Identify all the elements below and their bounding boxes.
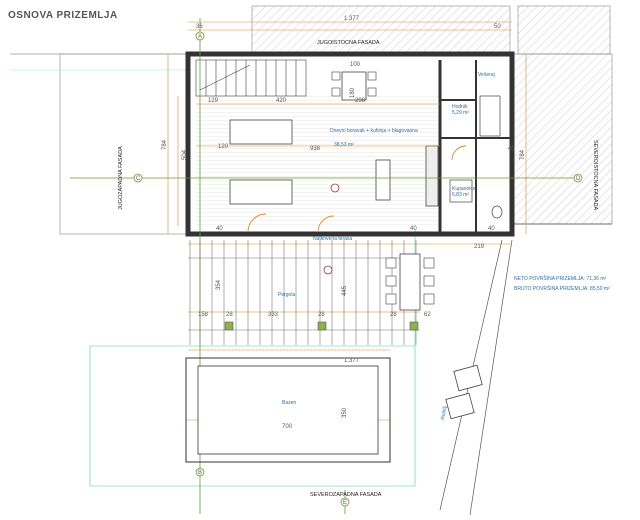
dim-pergola-333: 333 (268, 312, 279, 318)
net-area-summary: NETO POVRŠINA PRIZEMLJA: 71,36 m² (514, 275, 606, 282)
room-laundry-label: Vešeraj (478, 72, 495, 78)
dim-pergola-28a: 28 (226, 312, 233, 318)
room-hallway-area: 5,29 m² (452, 110, 469, 116)
dimension-lines (167, 21, 527, 421)
pergola-posts (224, 321, 419, 331)
dim-pool-total: 1.377 (344, 358, 360, 364)
dim-right-v: 40 (508, 146, 515, 152)
dim-row1-a: 100 (350, 62, 361, 68)
site-boundary-diagonal (469, 239, 513, 516)
dim-bottom-40a: 40 (410, 226, 417, 232)
sofa (229, 179, 293, 205)
facade-label-top: JUGOISTOCNA FASADA (317, 40, 380, 46)
dining-chairs (331, 71, 377, 97)
room-pergola-label: Pergola (278, 292, 295, 298)
shower (449, 179, 473, 203)
dim-pergola-445: 445 (342, 285, 348, 296)
axis-letter: D (576, 176, 581, 182)
axis-letter: A (198, 34, 202, 40)
dim-row1-e: 420 (276, 98, 287, 104)
outdoor-chairs (385, 257, 435, 305)
dim-bottom-40b: 40 (488, 226, 495, 232)
room-hallway-label: Hodnik (452, 104, 468, 110)
room-terrace-label: Natkrivena terasa (313, 236, 352, 242)
pool-outline (185, 357, 391, 463)
door-arc (317, 215, 335, 233)
dim-pergola-28c: 28 (390, 312, 397, 318)
dim-right-v2: 784 (520, 149, 526, 160)
axis-letter: B (198, 470, 202, 476)
facade-label-right: SEVEROISTOCNA FASADA (592, 140, 598, 211)
door-arc (247, 213, 267, 233)
dim-left-v2: 504 (182, 149, 188, 160)
grill-unit (453, 364, 483, 392)
dim-pool-350: 350 (342, 407, 348, 418)
facade-label-left: JUGOZAPADNA FASADA (118, 146, 124, 210)
dim-row1-c: 298 (355, 98, 366, 104)
room-living-area: 38,53 m² (334, 142, 354, 148)
axis-letter: C (136, 176, 141, 182)
dim-row1-d: 129 (208, 98, 219, 104)
room-pool-label: Bazen (282, 400, 296, 406)
dim-mid-120: 120 (218, 144, 229, 150)
dim-mid-938: 938 (310, 146, 321, 152)
dim-top-right: 50 (494, 24, 501, 30)
dining-table (341, 71, 367, 101)
axis-marker-c (133, 173, 143, 183)
dim-top-total: 1.377 (344, 16, 360, 22)
hatched-zone-right (511, 53, 613, 225)
dim-row1-b: 180 (350, 87, 356, 98)
dim-pergola-28b: 28 (318, 312, 325, 318)
toilet (491, 205, 503, 219)
axis-marker-e (340, 497, 350, 507)
axis-marker-b (195, 467, 205, 477)
axis-marker-a (195, 31, 205, 41)
living-marker (330, 183, 340, 193)
grill-unit (445, 392, 475, 420)
dim-pergola-354: 354 (216, 279, 222, 290)
bathtub (479, 95, 501, 137)
hatched-neighbour-top-right (517, 5, 611, 55)
sofa (229, 119, 293, 145)
living-room-floor (196, 96, 440, 226)
dim-left-v3: 40 (216, 226, 223, 232)
outdoor-table (399, 253, 421, 311)
site-outline-left (59, 53, 189, 235)
gross-area-summary: BRUTO POVRŠINA PRIZEMLJA: 85,50 m² (514, 285, 610, 292)
room-living-label: Dnevni boravak + kuhinja + blagovaona (330, 128, 418, 134)
dim-left-v1: 784 (162, 139, 168, 150)
dim-pergola-62: 62 (424, 312, 431, 318)
pool-water (197, 365, 379, 455)
dim-top-left: 36 (196, 24, 203, 30)
plan-title: OSNOVA PRIZEMLJA (8, 10, 118, 21)
room-bathroom-area: 6,83 m² (452, 192, 469, 198)
dim-grill: 219 (474, 244, 485, 250)
kitchen-counter (425, 145, 439, 207)
room-grill-label: Roštilj (440, 406, 448, 420)
dim-pergola-158: 158 (198, 312, 209, 318)
pergola-beams (188, 240, 420, 345)
kitchen-island (375, 159, 391, 201)
pergola-marker (323, 265, 333, 275)
facade-label-bottom: SEVEROZAPADNA FASADA (310, 492, 382, 498)
axis-marker-d (573, 173, 583, 183)
room-bathroom-label: Kupaonica (452, 186, 476, 192)
axis-letter: E (343, 500, 347, 506)
house-outer-wall (185, 51, 515, 237)
door-arc (451, 145, 467, 161)
dim-pool-700: 700 (282, 424, 293, 430)
staircase (195, 59, 307, 97)
